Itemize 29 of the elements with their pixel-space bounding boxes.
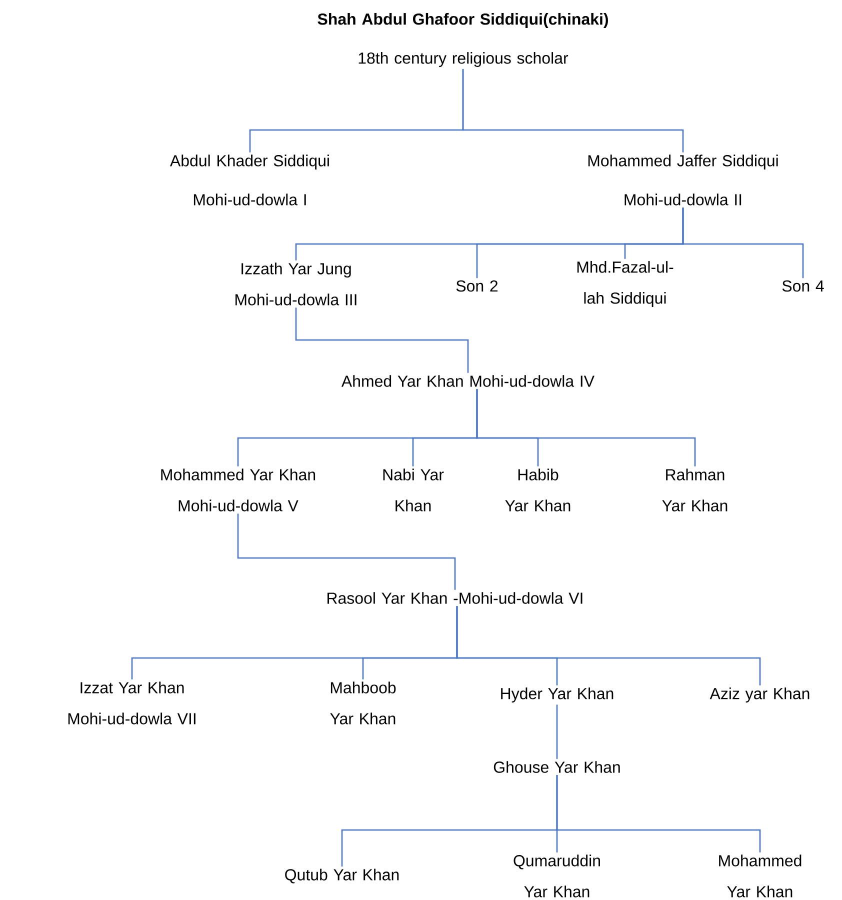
person-name: Izzath Yar Jung Mohi-ud-dowla III	[236, 262, 356, 306]
person-name: Izzat Yar Khan Mohi-ud-dowla VII	[68, 682, 196, 724]
connector-line	[295, 308, 469, 373]
person-name: Mohammed Jaffer Siddiqui Mohi-ud-dowla II	[588, 154, 778, 206]
person-name: Abdul Khader Siddiqui Mohi-ud-dowla I	[170, 154, 329, 206]
person-name: Rasool Yar Khan -Mohi-ud-dowla VI	[328, 592, 582, 604]
person-name: Habib Yar Khan	[505, 468, 570, 512]
connector-line	[556, 775, 761, 852]
person-name: Mohammed Yar Khan Mohi-ud-dowla V	[161, 468, 316, 512]
person-name: Aziz yar Khan	[710, 688, 810, 702]
person-name: Nabi Yar Khan	[383, 468, 444, 512]
person-name: Qumaruddin Yar Khan	[514, 854, 600, 898]
person-name: Mhd.Fazal-ul-lah Siddiqui	[577, 261, 674, 307]
person-name: Ahmed Yar Khan Mohi-ud-dowla IV	[341, 375, 594, 387]
person-name: Shah Abdul Ghafoor Siddiqui(chinaki) 18th century religious scholar	[318, 13, 608, 67]
connector-line	[462, 69, 684, 152]
person-name: Son 2	[456, 280, 498, 292]
person-name: Mohammed Yar Khan	[719, 854, 802, 898]
person-name: Hyder Yar Khan	[501, 688, 614, 702]
connector-line	[682, 208, 804, 278]
person-name: Qutub Yar Khan	[285, 868, 399, 884]
connector-line	[237, 514, 456, 590]
person-name: Ghouse Yar Khan	[494, 761, 620, 773]
connector-line	[476, 389, 696, 466]
connector-line	[556, 704, 558, 759]
connector-line	[456, 606, 761, 686]
person-name: Son 4	[782, 280, 824, 292]
person-name: Rahman Yar Khan	[662, 468, 728, 512]
person-name: Mahboob Yar Khan	[330, 682, 396, 724]
